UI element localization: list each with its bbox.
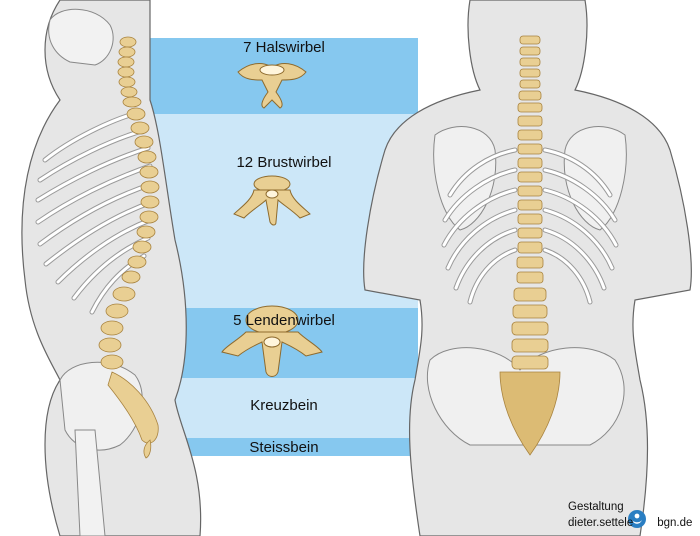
back-view-figure <box>363 0 692 536</box>
side-view-figure <box>21 0 202 536</box>
credit-block: Gestaltung dieter.settele bgn.de <box>568 500 692 532</box>
lumbar-vertebra-icon <box>221 305 323 377</box>
cervical-vertebra-icon <box>237 63 307 109</box>
back-spine <box>499 35 561 456</box>
credit-line2: dieter.settele <box>568 517 634 529</box>
band-coccyx <box>150 438 418 456</box>
credit-line3: bgn.de <box>657 517 693 529</box>
label-sacrum: Kreuzbein <box>250 397 318 414</box>
label-coccyx: Steissbein <box>249 439 319 456</box>
credit-line1: Gestaltung <box>568 501 624 513</box>
side-skull <box>48 8 114 66</box>
bgn-logo-icon <box>628 510 646 528</box>
label-lumbar: 5 Lendenwirbel <box>233 312 335 329</box>
band-sacrum <box>150 378 418 438</box>
label-cervical: 7 Halswirbel <box>243 39 325 56</box>
side-spine <box>98 36 160 459</box>
label-thoracic: 12 Brustwirbel <box>236 154 332 171</box>
thoracic-vertebra-icon <box>233 175 311 226</box>
side-femur <box>74 429 106 536</box>
